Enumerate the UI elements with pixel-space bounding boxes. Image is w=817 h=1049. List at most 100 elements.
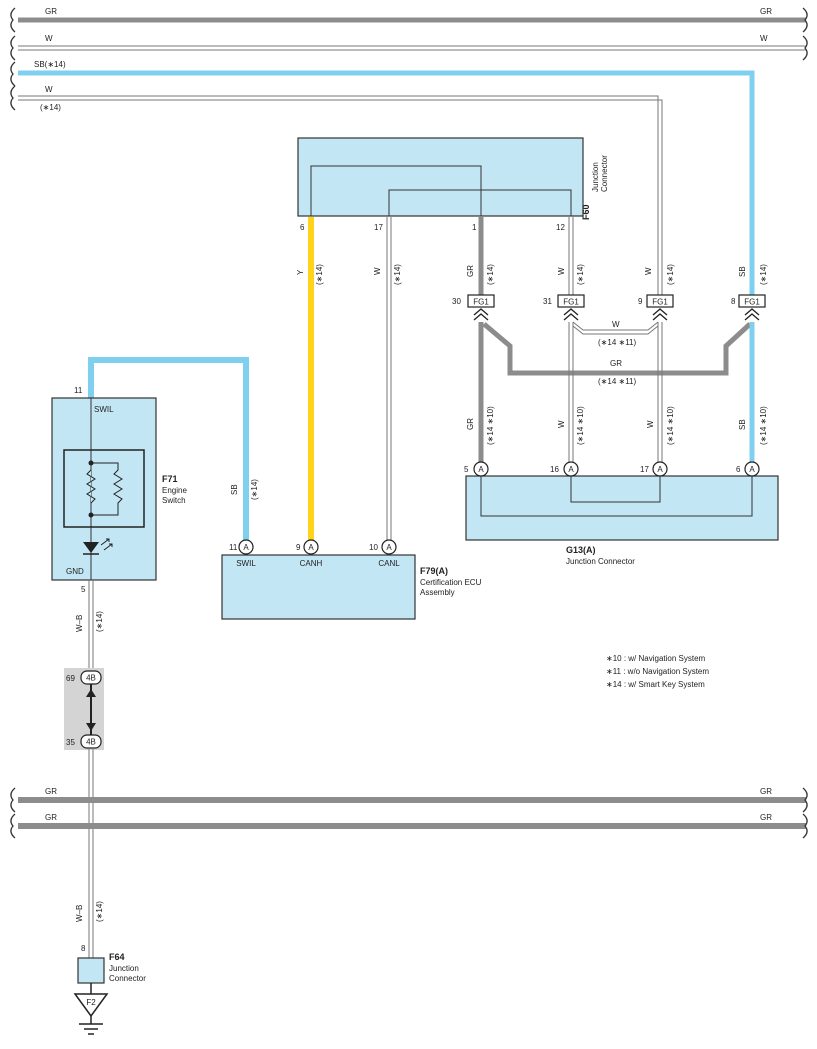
svg-text:W: W [644,267,653,275]
wire-note: (∗14) [95,611,104,632]
pin-number: 69 [66,674,75,683]
f71-name: Engine [162,486,187,495]
svg-text:A: A [568,465,574,474]
pin-marker [744,461,760,477]
top-bus: GR GR W W SB(∗14) W (∗14) [10,7,808,297]
wire-label: W [45,85,53,94]
brace-icon [802,35,808,61]
connector-chevron-icon [744,308,760,321]
wire-label: GR [760,7,772,16]
resistor-icon [86,469,96,504]
pin-marker [652,461,668,477]
g13-wire-labels: GR (∗14 ∗10) W (∗14 ∗10) W (∗14 ∗10) SB … [466,406,768,445]
svg-text:4B: 4B [86,738,96,747]
fg1-connector: FG1 9 [638,294,674,321]
pin-marker [238,539,254,555]
brace-icon [802,7,808,33]
pin-label: CANL [378,559,400,568]
wire-label: SB [230,484,239,495]
inline-connector-pin [80,734,102,749]
pin-number: 31 [543,297,552,306]
svg-text:W: W [646,420,655,428]
pin-number: 1 [472,223,477,232]
svg-text:W: W [557,420,566,428]
bus-wire-w-smart [18,95,659,297]
wire-label: W–B [75,615,84,632]
svg-text:FG1: FG1 [473,298,489,307]
pin-number: 8 [731,297,736,306]
wire-label: GR [45,813,57,822]
wire-label: W–B [75,905,84,922]
pin-number: 35 [66,738,75,747]
pin-marker [303,539,319,555]
bottom-bus: GR GR GR GR [10,787,808,839]
ground-symbol: F2 [73,993,109,1035]
brace-icon [10,61,16,87]
light-arrows-icon [100,538,113,551]
f64-name: Junction [109,964,139,973]
g13-box [465,475,779,541]
f79-certification-ecu: A A A 11 9 10 SWIL CANH CANL F79(A) Cert… [221,539,482,620]
ground-label: F2 [86,998,96,1007]
svg-text:(∗14): (∗14) [393,264,402,285]
pin-number: 9 [638,297,643,306]
svg-text:SB: SB [738,419,747,430]
pin-label: SWIL [94,405,114,414]
f71-id: F71 [162,474,178,484]
pin-number: 11 [74,386,83,395]
resistor-icon [91,462,123,516]
pin-number: 17 [374,223,383,232]
svg-text:A: A [749,465,755,474]
svg-text:(∗14): (∗14) [486,264,495,285]
wire-sb-swil [88,357,249,540]
wire-label: SB(∗14) [34,60,66,69]
wire-note: (∗14 ∗11) [598,377,636,386]
footnotes: ∗10 : w/ Navigation System ∗11 : w/o Nav… [606,654,709,689]
led-icon [83,542,99,553]
wire-label: GR [760,787,772,796]
connector-chevron-icon [652,308,668,321]
footnote: ∗11 : w/o Navigation System [606,667,709,676]
wire-label: W [760,34,768,43]
brace-icon [10,85,16,111]
pin-number: 9 [296,543,301,552]
pin-number: 8 [81,944,86,953]
g13-name: Junction Connector [566,557,635,566]
svg-text:A: A [386,543,392,552]
pin-number: 5 [464,465,469,474]
wire-label: GR [45,787,57,796]
svg-text:(∗14 ∗10): (∗14 ∗10) [759,406,768,445]
svg-text:(∗14): (∗14) [576,264,585,285]
fg1-connector: FG1 31 [543,294,585,321]
wire-note: (∗14) [40,103,61,112]
brace-icon [10,787,16,813]
f60-junction-connector: F60 Junction Connector 6 17 1 12 [297,137,609,232]
svg-text:W: W [373,267,382,275]
fg1-connector: FG1 8 [731,294,766,321]
svg-text:W: W [557,267,566,275]
pin-number: 6 [300,223,305,232]
brace-icon [10,35,16,61]
brace-icon [10,813,16,839]
pin-number: 11 [229,543,238,552]
footnote: ∗10 : w/ Navigation System [606,654,706,663]
wire-label: GR [760,813,772,822]
pin-number: 30 [452,297,461,306]
f64-id: F64 [109,952,125,962]
f79-name: Assembly [420,588,455,597]
svg-text:SB: SB [738,266,747,277]
connector-arrow-icon [86,689,96,697]
svg-text:(∗14): (∗14) [315,264,324,285]
wire-w-cross [572,321,659,331]
svg-text:A: A [657,465,663,474]
f60-name: Connector [600,155,609,192]
footnote: ∗14 : w/ Smart Key System [606,680,705,689]
ground-triangle-icon [73,993,109,1018]
brace-icon [802,813,808,839]
wire-gr-cross [482,322,752,376]
wire-note: (∗14) [95,901,104,922]
f71-engine-switch: 11 SWIL GND 5 F71 Engine Switch [51,386,187,594]
ground-path: W–B (∗14) 4B 69 4B 35 W–B (∗14) [64,580,104,958]
g13-junction-connector: A A A A 5 16 17 6 G13(A) Junction Connec… [464,461,779,566]
